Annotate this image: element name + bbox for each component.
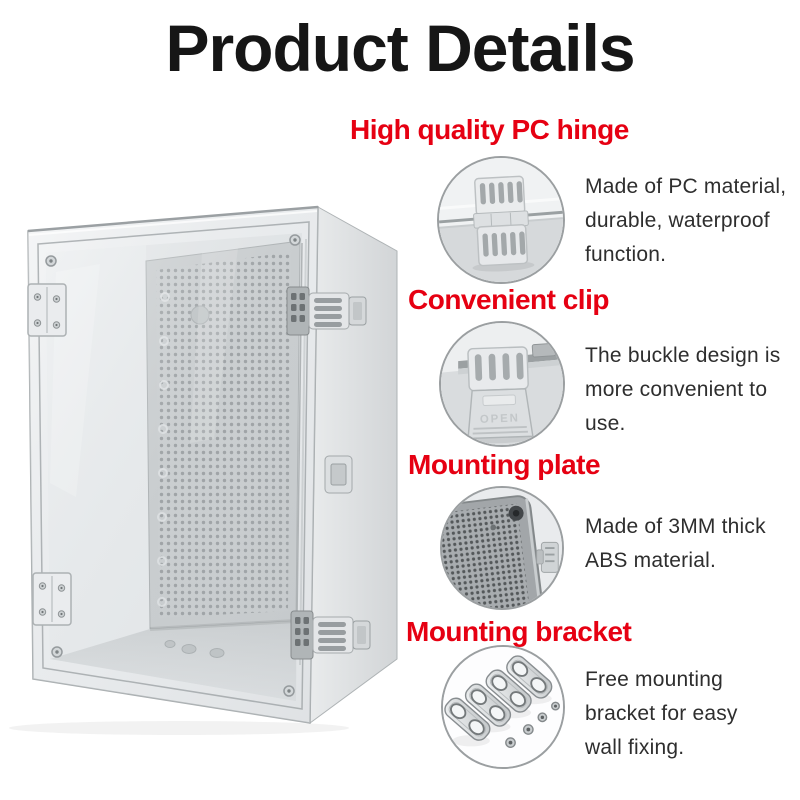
door-hinge-icon	[32, 572, 72, 626]
bracket-icon	[444, 697, 491, 741]
feature-description-line: The buckle design is	[585, 344, 781, 367]
feature-description: The buckle design is more convenient to …	[585, 339, 780, 441]
feature-description: Made of 3MM thick ABS material.	[585, 510, 766, 578]
open-label: OPEN	[480, 412, 520, 425]
door-hinge-icon	[27, 283, 67, 337]
feature-description: Free mounting bracket for easy wall fixi…	[585, 663, 738, 765]
door-screws	[45, 234, 301, 697]
plate-closeup-illustration	[442, 488, 562, 608]
wall-bracket-icon	[324, 455, 353, 494]
plate-clip-icon	[536, 541, 559, 573]
screw-icon	[505, 701, 560, 749]
feature-heading: Mounting bracket	[406, 616, 632, 647]
feature-heading: Mounting plate	[408, 449, 601, 480]
feature-description-line: Made of PC material,	[585, 175, 787, 198]
bracket-icon	[464, 683, 512, 727]
brackets-closeup-icon	[441, 645, 565, 769]
feature-description-line: durable, waterproof	[585, 209, 770, 232]
feature-description-line: more convenient to	[585, 378, 768, 401]
page-title: Product Details	[165, 11, 635, 85]
hinge-closeup-icon	[437, 156, 565, 284]
plate-closeup-icon	[440, 486, 564, 610]
feature-description-line: wall fixing.	[585, 736, 685, 759]
clip-closeup-icon: OPEN	[439, 321, 565, 447]
feature-description-line: ABS material.	[585, 549, 716, 572]
door-latch-icon	[286, 286, 367, 336]
feature-description-line: use.	[585, 412, 626, 435]
feature-description-line: function.	[585, 243, 667, 266]
bracket-icon	[506, 655, 553, 699]
hinge-closeup-illustration	[439, 158, 563, 282]
door-latch-icon	[290, 610, 371, 660]
product-photo	[4, 197, 402, 737]
feature-description-line: Free mounting	[585, 668, 724, 691]
feature-heading: Convenient clip	[408, 284, 609, 315]
brackets-closeup-illustration	[443, 647, 563, 767]
box-door	[27, 205, 319, 724]
bracket-icon	[485, 669, 532, 713]
enclosure-box-illustration	[9, 205, 398, 735]
feature-heading: High quality PC hinge	[350, 114, 629, 145]
feature-description: Made of PC material, durable, waterproof…	[585, 170, 786, 272]
clip-closeup-illustration: OPEN	[441, 323, 563, 445]
feature-description-line: Made of 3MM thick	[585, 515, 766, 538]
feature-description-line: bracket for easy	[585, 702, 738, 725]
